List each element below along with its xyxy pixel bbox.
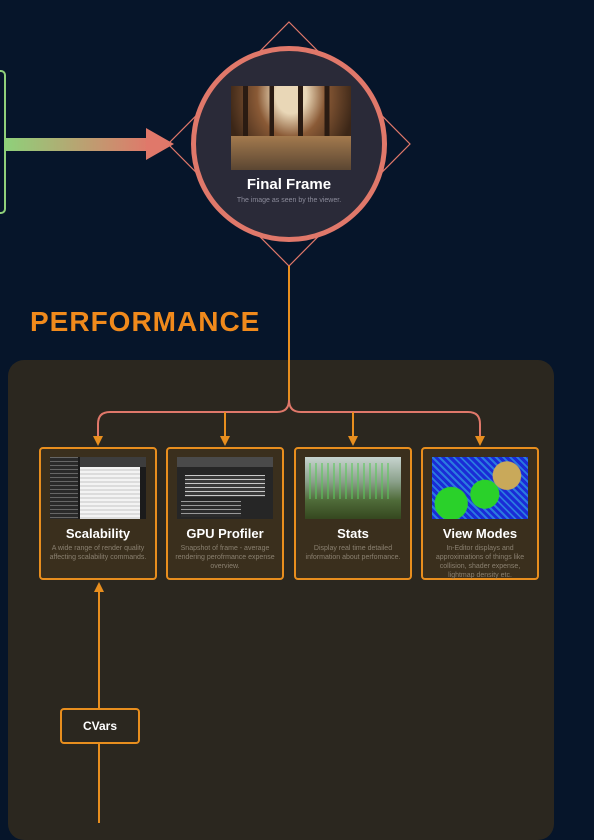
card-description: Snapshot of frame - average rendering pe…	[175, 545, 275, 570]
card-description: Display real time detailed information a…	[305, 545, 401, 561]
final-frame-node: Final Frame The image as seen by the vie…	[191, 46, 387, 242]
card-scalability: Scalability A wide range of render quali…	[39, 447, 157, 580]
final-frame-title: Final Frame	[246, 176, 332, 193]
view-modes-thumbnail	[432, 457, 528, 519]
input-arrow-head	[146, 128, 174, 160]
gpu-profiler-thumbnail	[177, 457, 273, 519]
stats-thumbnail	[305, 457, 401, 519]
card-title: View Modes	[442, 526, 518, 541]
card-description: In-Editor displays and approximations of…	[435, 545, 525, 579]
input-arrow-shaft	[6, 138, 150, 151]
card-title: Scalability	[65, 526, 131, 541]
panel-connector-lines	[93, 360, 485, 823]
card-title: Stats	[337, 526, 369, 541]
final-frame-subtitle: The image as seen by the viewer.	[236, 197, 342, 204]
card-stats: Stats Display real time detailed informa…	[294, 447, 412, 580]
arrowhead-cvars-up	[94, 582, 104, 592]
card-description: A wide range of render quality affecting…	[49, 545, 147, 561]
performance-heading: PERFORMANCE	[30, 306, 261, 337]
card-gpu-profiler: GPU Profiler Snapshot of frame - average…	[166, 447, 284, 580]
card-title: GPU Profiler	[186, 526, 264, 541]
cvars-node: CVars	[60, 708, 140, 744]
left-source-box	[0, 70, 6, 214]
final-frame-image	[231, 86, 351, 170]
card-view-modes: View Modes In-Editor displays and approx…	[421, 447, 539, 580]
scalability-thumbnail	[50, 457, 146, 519]
